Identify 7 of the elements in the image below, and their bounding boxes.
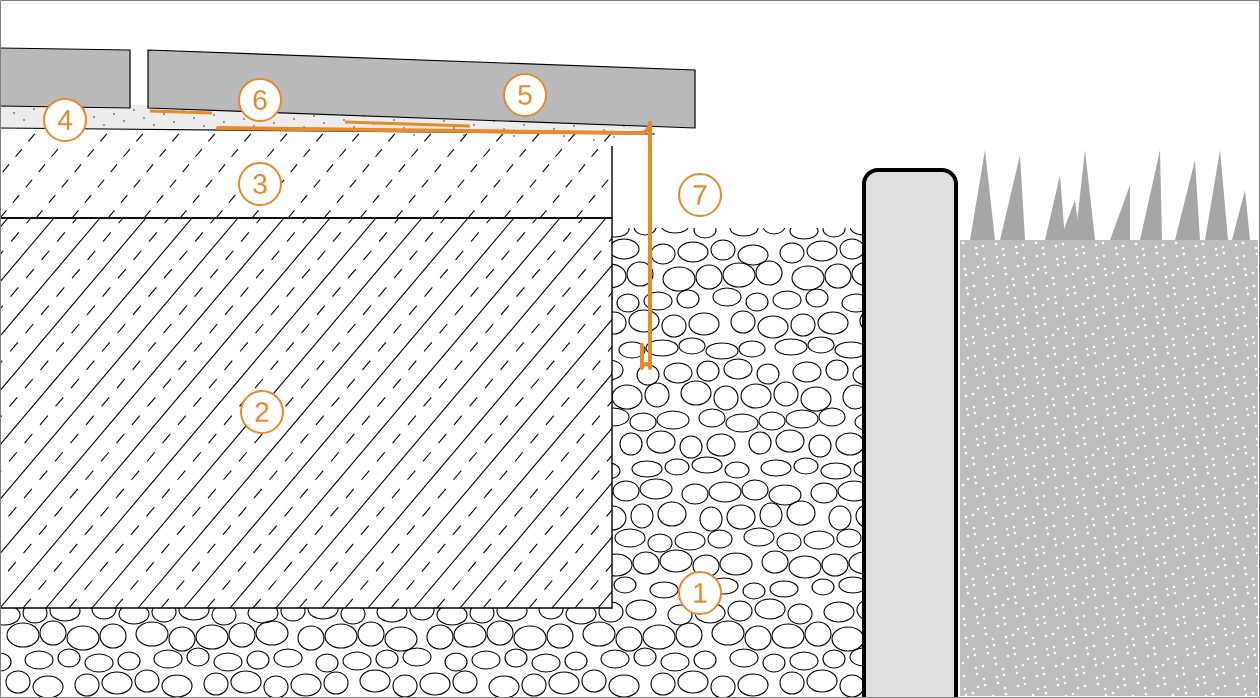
callout-number: 7	[678, 173, 722, 217]
callout-number: 6	[238, 78, 282, 122]
callout-number: 2	[240, 390, 284, 434]
callout-number: 1	[678, 571, 722, 615]
callout-number: 3	[238, 162, 282, 206]
callout-number: 5	[503, 73, 547, 117]
callout-number: 4	[43, 98, 87, 142]
